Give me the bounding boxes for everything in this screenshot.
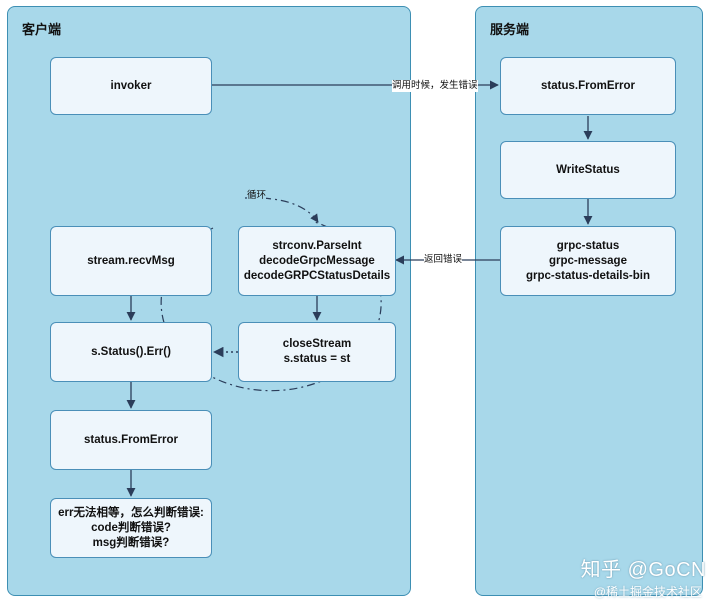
node-status-err: s.Status().Err() — [50, 322, 212, 382]
node-client-fromerror-label: status.FromError — [84, 433, 178, 446]
node-grpc-line-3: grpc-status-details-bin — [526, 269, 650, 282]
node-parse: strconv.ParseInt decodeGrpcMessage decod… — [238, 226, 396, 296]
node-error-question-line-2: code判断错误? — [91, 521, 171, 534]
edge-label-call: 调用时候，发生错误 — [392, 80, 478, 92]
node-status-err-label: s.Status().Err() — [91, 345, 171, 358]
node-stream-recvmsg: stream.recvMsg — [50, 226, 212, 296]
node-grpc-headers: grpc-status grpc-message grpc-status-det… — [500, 226, 676, 296]
node-grpc-line-1: grpc-status — [556, 239, 620, 252]
node-close-stream: closeStream s.status = st — [238, 322, 396, 382]
node-client-fromerror: status.FromError — [50, 410, 212, 470]
node-writestatus: WriteStatus — [500, 141, 676, 199]
node-parse-line-1: strconv.ParseInt — [272, 239, 362, 252]
node-error-question-line-3: msg判断错误? — [92, 536, 170, 549]
node-parse-line-3: decodeGRPCStatusDetails — [243, 269, 391, 282]
node-server-fromerror-label: status.FromError — [541, 79, 635, 92]
node-invoker-label: invoker — [110, 79, 152, 92]
node-parse-line-2: decodeGrpcMessage — [259, 254, 375, 267]
node-error-question: err无法相等，怎么判断错误: code判断错误? msg判断错误? — [50, 498, 212, 558]
watermark-sub: @稀土掘金技术社区 — [593, 585, 702, 599]
edge-label-loop: 循环 — [247, 190, 267, 202]
node-writestatus-label: WriteStatus — [556, 163, 620, 176]
watermark: 知乎 @GoCN — [580, 559, 706, 581]
node-close-line-2: s.status = st — [283, 353, 351, 365]
node-error-question-line-1: err无法相等，怎么判断错误: — [58, 506, 204, 519]
node-invoker: invoker — [50, 57, 212, 115]
edge-label-return: 返回错误 — [424, 254, 463, 266]
node-grpc-line-2: grpc-message — [549, 254, 627, 267]
node-close-line-1: closeStream — [282, 338, 352, 350]
node-server-fromerror: status.FromError — [500, 57, 676, 115]
node-recvmsg-label: stream.recvMsg — [87, 254, 175, 267]
server-panel-title: 服务端 — [490, 22, 530, 37]
client-panel-title: 客户端 — [22, 22, 62, 37]
loop-arc-top — [244, 197, 319, 223]
